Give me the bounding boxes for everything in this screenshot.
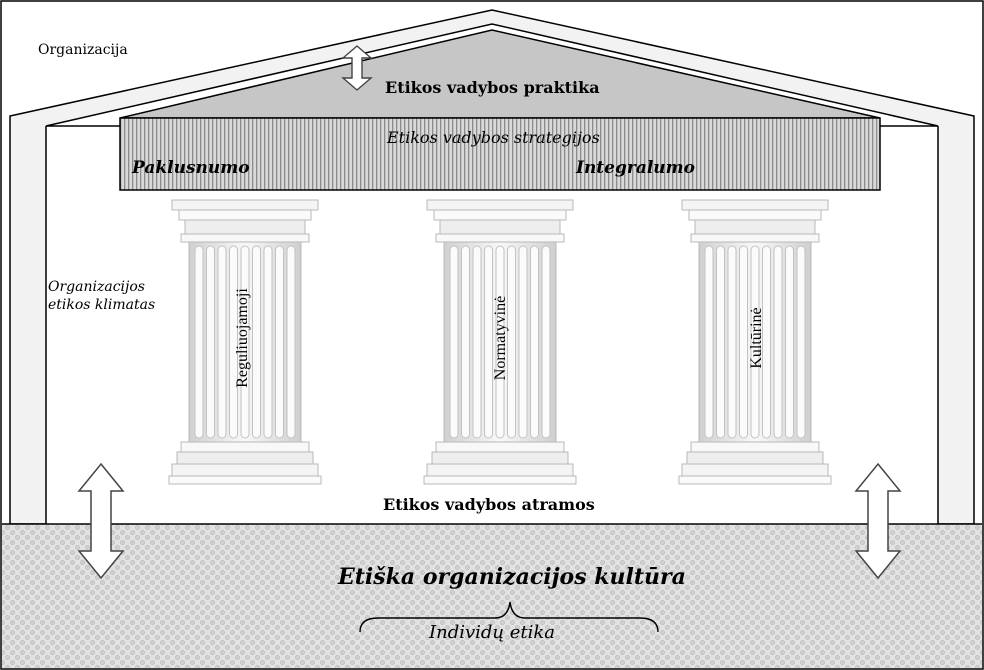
individual-ethics-brace [359, 601, 659, 633]
top-double-arrow [341, 45, 373, 91]
pillar-capital [171, 199, 319, 211]
pillar-1 [168, 199, 322, 485]
pillar-3 [678, 199, 832, 485]
culture-subtitle: Individų etika [429, 622, 556, 643]
climate-label-line1: Organizacijos [48, 279, 145, 295]
pillar-label-2: Normatyvinė [492, 295, 509, 381]
pillar-capital [681, 199, 829, 211]
beam-right-label: Integralumo [576, 158, 695, 178]
pillar-base [180, 441, 310, 453]
culture-ground [2, 524, 982, 668]
pillar-base [690, 441, 820, 453]
pillar-capital [426, 199, 574, 211]
right-double-arrow [854, 462, 902, 580]
organization-label: Organizacija [38, 42, 128, 58]
climate-label: Organizacijos etikos klimatas [48, 278, 155, 314]
climate-label-line2: etikos klimatas [48, 297, 156, 313]
foundation-caption: Etikos vadybos atramos [383, 495, 595, 514]
pillar-label-3: Kultūrinė [748, 307, 765, 369]
pillar-label-1: Reguliuojamoji [234, 288, 251, 388]
beam-left-label: Paklusnumo [132, 158, 250, 178]
pillar-base [435, 441, 565, 453]
beam-title: Etikos vadybos strategijos [387, 128, 600, 147]
pillar-2 [423, 199, 577, 485]
roof-title: Etikos vadybos praktika [385, 78, 600, 97]
strategy-beam [119, 117, 881, 191]
left-double-arrow [77, 462, 125, 580]
culture-title: Etiška organizacijos kultūra [338, 564, 686, 590]
